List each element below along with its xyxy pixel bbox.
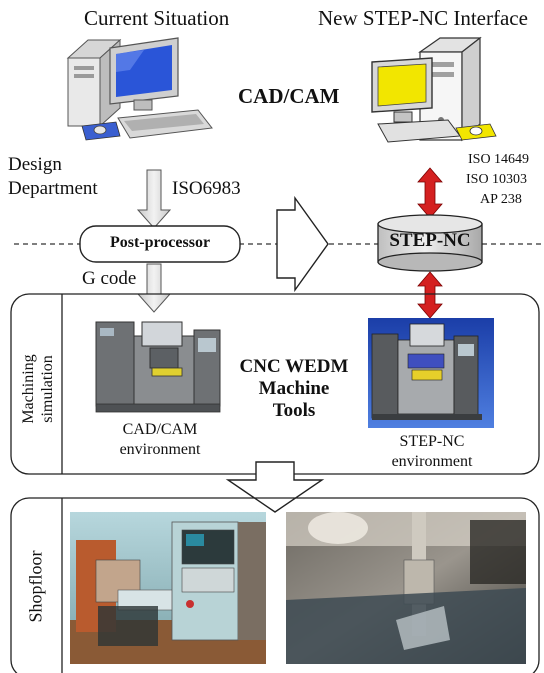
cadcam-env-caption: CAD/CAM environment bbox=[100, 420, 220, 460]
stepnc-database-icon bbox=[377, 214, 483, 272]
ap238-label: AP 238 bbox=[480, 192, 522, 207]
left-computer-icon bbox=[66, 37, 213, 141]
iso10303-label: ISO 10303 bbox=[466, 172, 528, 187]
stepnc-env-line2: environment bbox=[391, 453, 473, 470]
red-double-arrow-bottom bbox=[417, 271, 443, 319]
postprocessor-box bbox=[79, 225, 241, 263]
design-label-line2: Department bbox=[8, 178, 98, 199]
cnc-wedm-line3: Tools bbox=[272, 400, 316, 421]
design-label-line1: Design bbox=[8, 154, 62, 175]
current-situation-label: Current Situation bbox=[84, 6, 230, 30]
shopfloor-side-label: Shopfloor bbox=[25, 550, 46, 623]
right-computer-icon bbox=[371, 36, 497, 143]
shopfloor-panel bbox=[10, 497, 540, 673]
transition-arrow bbox=[276, 195, 329, 293]
down-arrow-to-postprocessor bbox=[136, 169, 172, 229]
shopfloor-photo-cutting bbox=[286, 512, 526, 664]
cadcam-machine-image bbox=[95, 321, 221, 413]
down-arrow-to-shopfloor bbox=[225, 461, 325, 513]
cadcam-label: CAD/CAM bbox=[238, 84, 340, 108]
cnc-wedm-title: CNC WEDM Machine Tools bbox=[226, 356, 362, 422]
machining-side-label: Machining simulation bbox=[19, 339, 57, 439]
cadcam-env-line1: CAD/CAM bbox=[122, 421, 198, 438]
new-interface-label: New STEP-NC Interface bbox=[318, 6, 528, 30]
stepnc-env-line1: STEP-NC bbox=[399, 433, 465, 450]
iso14649-label: ISO 14649 bbox=[468, 152, 530, 167]
stepnc-machine-image bbox=[368, 318, 494, 428]
stepnc-env-caption: STEP-NC environment bbox=[372, 432, 492, 472]
postprocessor-label: Post-processor bbox=[109, 234, 211, 251]
down-arrow-gcode bbox=[136, 263, 172, 313]
shopfloor-photo-machine bbox=[70, 512, 266, 664]
cnc-wedm-line2: Machine bbox=[258, 378, 330, 399]
stepnc-db-label: STEP-NC bbox=[389, 230, 471, 251]
iso6983-label: ISO6983 bbox=[172, 178, 241, 199]
cadcam-env-line2: environment bbox=[119, 441, 201, 458]
cnc-wedm-line1: CNC WEDM bbox=[239, 356, 349, 377]
machining-side-line2: simulation bbox=[39, 355, 56, 423]
gcode-label: G code bbox=[82, 268, 137, 289]
machining-side-line1: Machining bbox=[20, 354, 37, 424]
red-double-arrow-top bbox=[417, 167, 443, 219]
